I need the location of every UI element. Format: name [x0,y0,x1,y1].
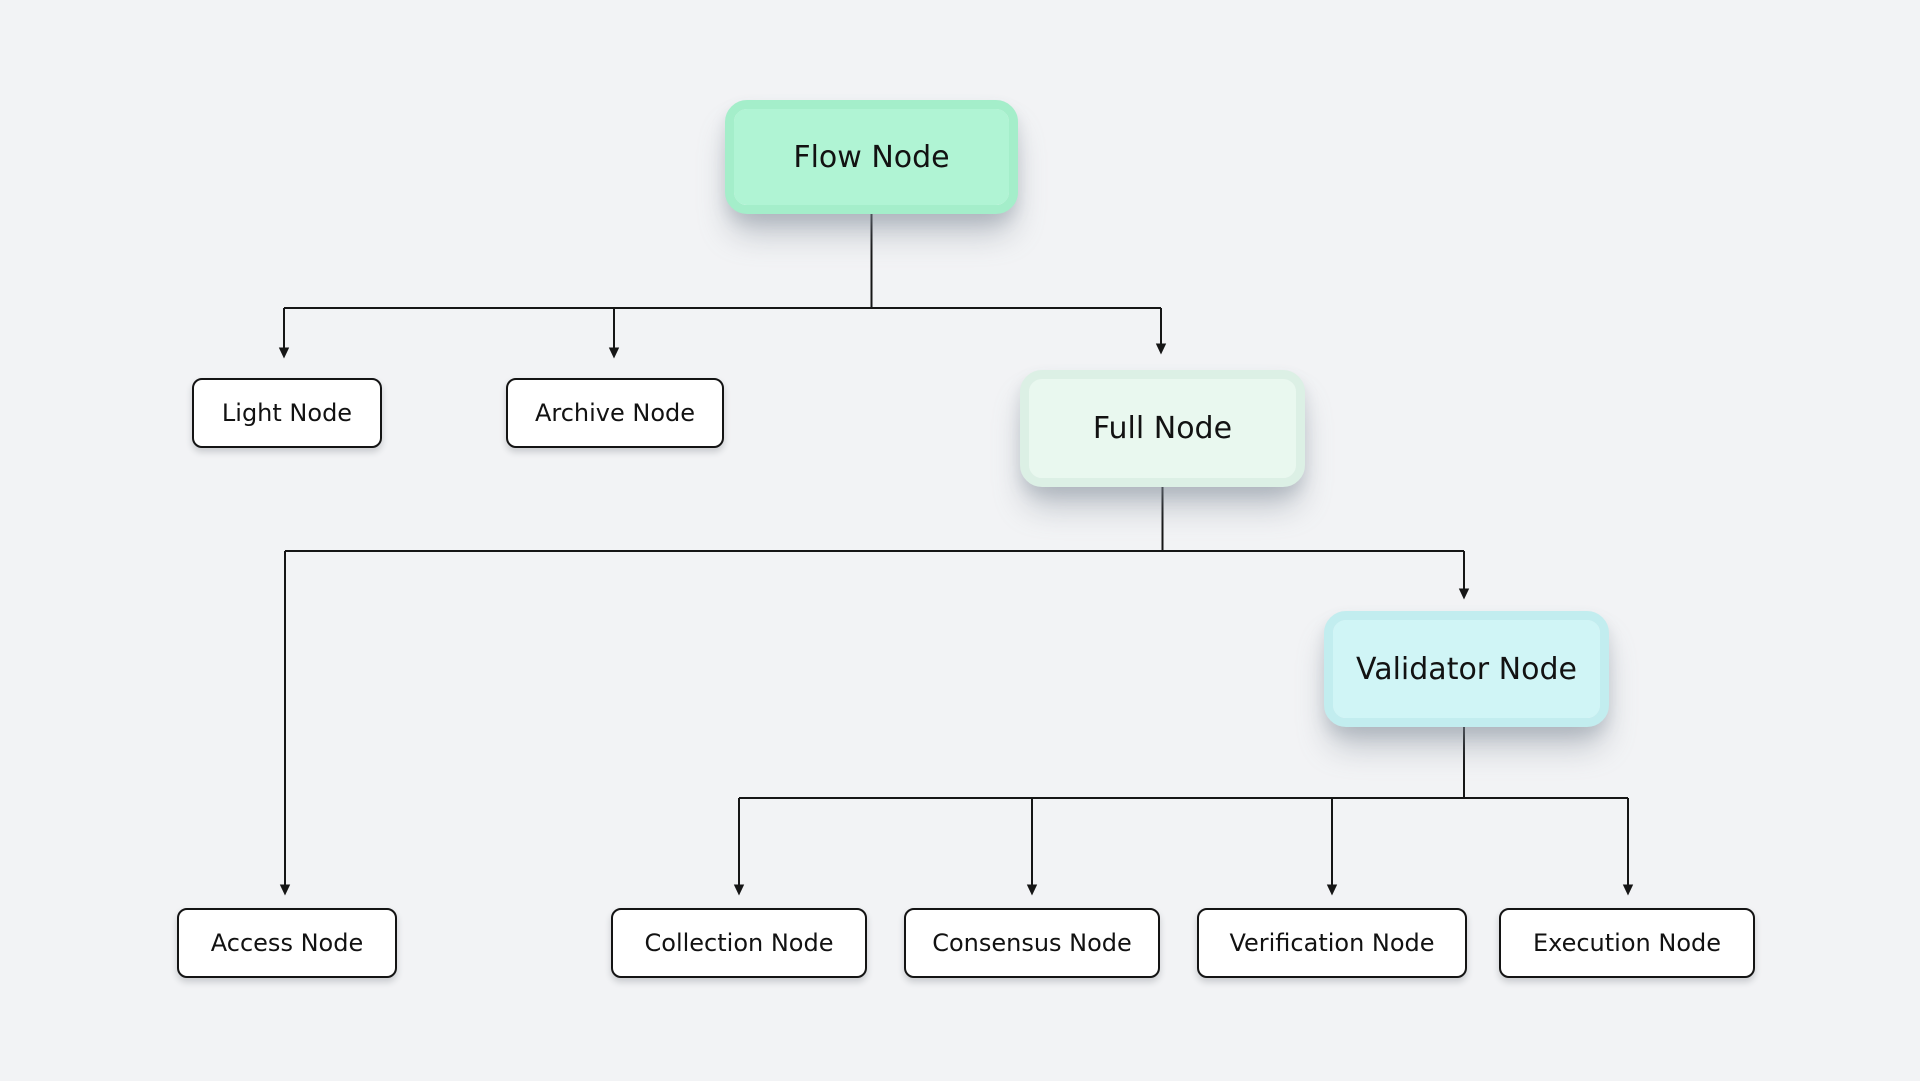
node-flow: Flow Node [725,100,1018,214]
node-light: Light Node [192,378,382,448]
node-validator: Validator Node [1324,611,1609,727]
node-consensus: Consensus Node [904,908,1160,978]
node-full: Full Node [1020,370,1305,487]
node-collection: Collection Node [611,908,867,978]
node-access: Access Node [177,908,397,978]
node-archive: Archive Node [506,378,724,448]
node-execution: Execution Node [1499,908,1755,978]
node-verification: Verification Node [1197,908,1467,978]
